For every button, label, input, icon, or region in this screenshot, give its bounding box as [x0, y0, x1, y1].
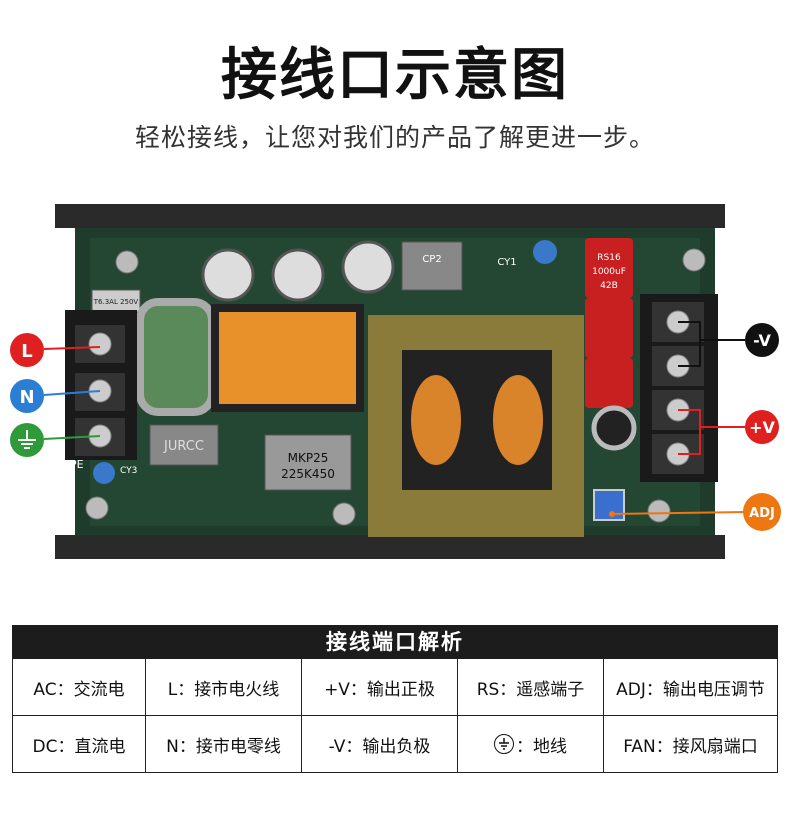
cap-42b: 42B	[600, 281, 618, 291]
callout-line-n	[43, 390, 101, 396]
callout-adj	[743, 493, 781, 531]
transformer-winding	[411, 375, 461, 465]
table-cell: ADJ：输出电压调节	[604, 659, 778, 716]
callout-line-l	[43, 346, 101, 350]
capacitor	[201, 248, 255, 302]
port-legend-table: 接线端口解析 AC：交流电 L：接市电火线 +V：输出正极 RS：遥感端子 AD…	[12, 625, 778, 773]
screw-icon	[85, 496, 109, 520]
callout-line-neg-v	[678, 321, 745, 367]
y-capacitor	[93, 462, 115, 484]
callout-line-ground	[43, 435, 101, 440]
pfc-inductor	[211, 304, 364, 412]
input-terminal-block	[65, 310, 137, 460]
chassis-bottom-rail	[55, 535, 725, 559]
y-capacitor	[533, 240, 557, 264]
mkp-capacitor	[264, 434, 352, 491]
cp2-label: CP2	[422, 254, 441, 265]
mkp-line2: 225K450	[281, 467, 335, 481]
screw-icon	[682, 248, 706, 272]
screw-icon	[647, 499, 671, 523]
table-cell: DC：直流电	[12, 716, 146, 773]
cap-1000uf: 1000uF	[592, 267, 626, 277]
table-cell: AC：交流电	[12, 659, 146, 716]
callout-neg-v-label: -V	[753, 331, 771, 350]
jurcc-label: JURCC	[163, 439, 204, 454]
cap-rs16: RS16	[597, 253, 621, 263]
page-title: 接线口示意图	[221, 43, 569, 108]
adj-potentiometer	[593, 489, 625, 521]
callout-l-label: L	[21, 341, 32, 362]
toroid-inductor	[591, 405, 637, 451]
screw-icon	[115, 250, 139, 274]
callout-neg-v	[745, 323, 779, 357]
table-cell: +V：输出正极	[302, 659, 458, 716]
callout-adj-label: ADJ	[749, 506, 775, 521]
table-cell: L：接市电火线	[146, 659, 302, 716]
transformer-winding	[493, 375, 543, 465]
page-subtitle: 轻松接线，让您对我们的产品了解更进一步。	[134, 123, 655, 152]
callout-n-label: N	[19, 387, 34, 408]
table-header: 接线端口解析	[12, 625, 778, 659]
screw-icon	[332, 502, 356, 526]
callout-n	[10, 379, 44, 413]
earth-ground-icon	[494, 734, 514, 754]
earth-ground-icon	[18, 430, 36, 449]
relay	[149, 424, 219, 466]
fuse-label: T6.3AL 250V	[93, 298, 139, 306]
callout-pos-v	[745, 410, 779, 444]
table-cell-ground: ：地线	[458, 716, 604, 773]
terminal-screw-l[interactable]	[88, 332, 112, 356]
table-cell: FAN：接风扇端口	[604, 716, 778, 773]
common-mode-choke	[136, 298, 216, 416]
table-cell: -V：输出负极	[302, 716, 458, 773]
output-terminal-block	[640, 294, 718, 482]
capacitor-cp2	[401, 241, 463, 291]
table-cell: N：接市电零线	[146, 716, 302, 773]
cy1-label: CY1	[497, 257, 516, 268]
callout-l	[10, 333, 44, 367]
table-cell: RS：遥感端子	[458, 659, 604, 716]
ground-text: ：地线	[516, 736, 567, 757]
callout-pos-v-label: +V	[749, 418, 775, 437]
callout-line-pos-v	[678, 409, 745, 455]
power-supply-photo: CP2 CY1 RS16 1000uF 42B T6.3AL 250V JURC…	[10, 204, 781, 559]
callout-line-adj	[611, 511, 746, 515]
capacitor	[271, 248, 325, 302]
capacitor	[341, 240, 395, 294]
cy3-label: CY3	[120, 466, 137, 476]
mkp-line1: MKP25	[288, 451, 329, 465]
output-capacitors: RS16 1000uF 42B	[585, 238, 633, 408]
chassis-top-rail	[55, 204, 725, 228]
pe-label: PE	[70, 458, 84, 471]
table-grid: AC：交流电 L：接市电火线 +V：输出正极 RS：遥感端子 ADJ：输出电压调…	[12, 659, 778, 773]
